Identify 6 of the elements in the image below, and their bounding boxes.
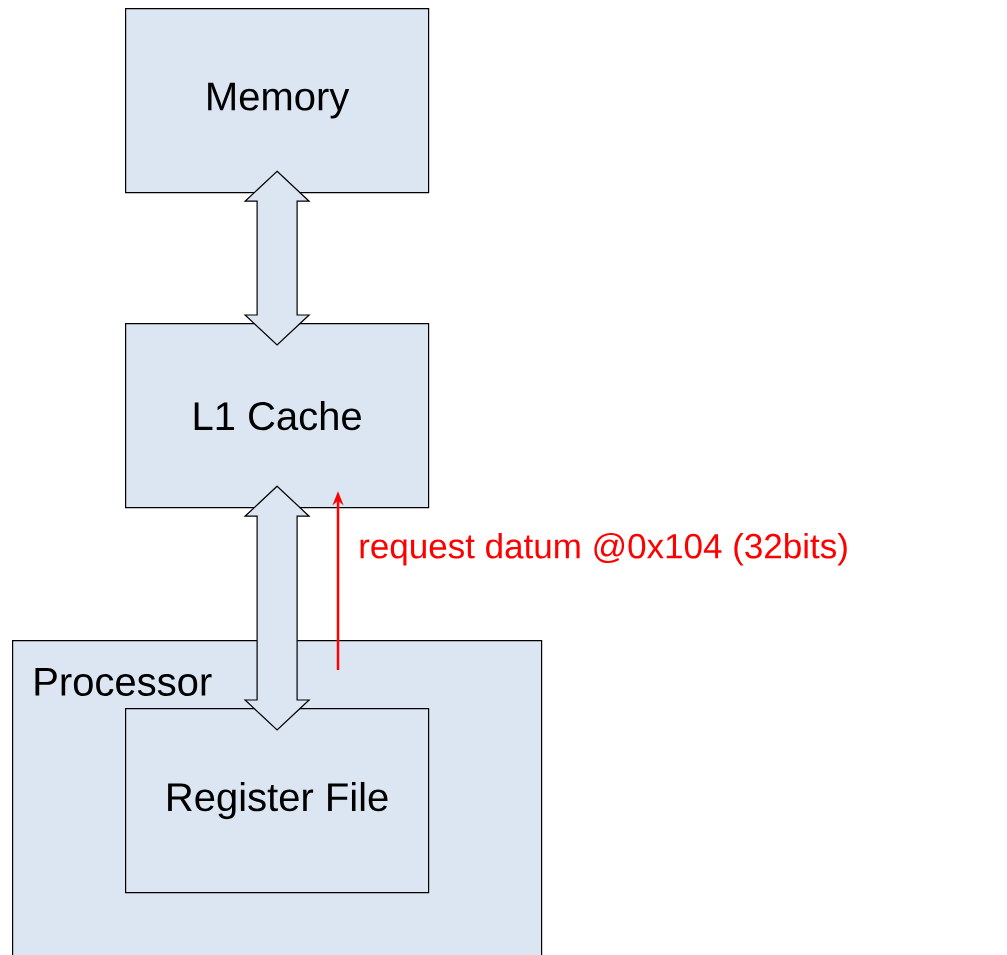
process-box: L1 Cache xyxy=(125,323,430,509)
double-block-arrow xyxy=(243,170,311,346)
process-box: Register File xyxy=(125,708,430,894)
process-box: Memory xyxy=(125,8,430,194)
edge-label: request datum @0x104 (32bits) xyxy=(360,532,847,566)
double-block-arrow xyxy=(243,485,311,731)
